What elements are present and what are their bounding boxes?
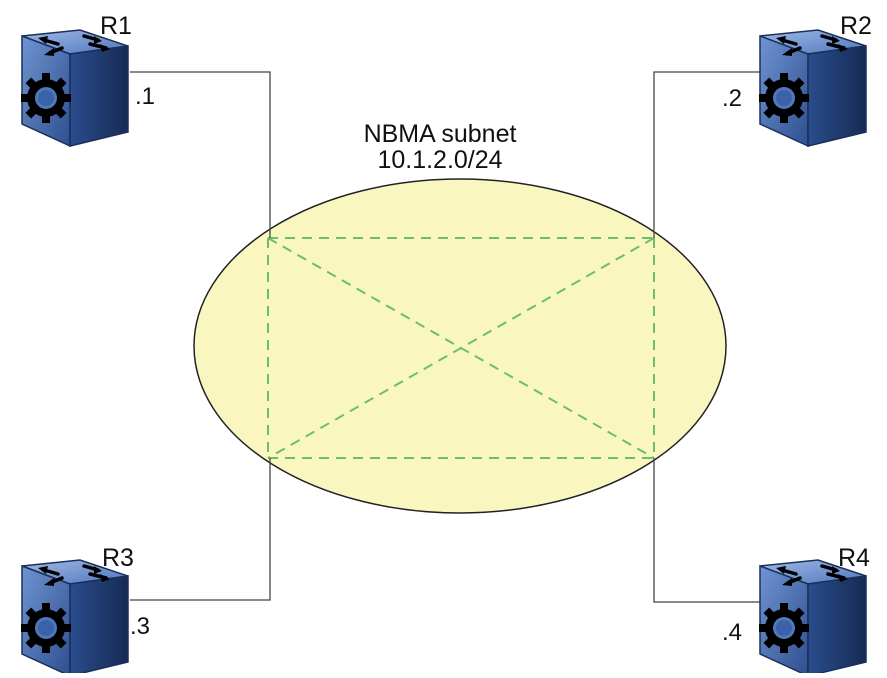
router-label-r4: R4: [838, 544, 870, 572]
router-r2: [757, 28, 868, 148]
router-label-r2: R2: [840, 12, 872, 40]
link-r2: [653, 71, 760, 238]
nbma-subnet-cloud: [193, 178, 727, 514]
full-mesh-links: [267, 237, 655, 459]
router-icon: [19, 558, 130, 678]
link-r3: [130, 458, 271, 601]
router-address-r3: .3: [130, 613, 150, 640]
link-r4: [653, 458, 760, 603]
router-label-r3: R3: [102, 544, 134, 572]
router-icon: [19, 28, 130, 148]
router-icon: [757, 28, 868, 148]
router-r3: [19, 558, 130, 678]
router-r4: [757, 558, 868, 678]
subnet-name: NBMA subnet: [364, 120, 517, 148]
subnet-address: 10.1.2.0/24: [377, 146, 502, 174]
link-r1: [130, 71, 271, 238]
router-label-r1: R1: [100, 12, 132, 40]
router-r1: [19, 28, 130, 148]
router-address-r2: .2: [722, 85, 742, 112]
router-icon: [757, 558, 868, 678]
router-address-r1: .1: [135, 83, 155, 110]
router-address-r4: .4: [722, 619, 742, 646]
